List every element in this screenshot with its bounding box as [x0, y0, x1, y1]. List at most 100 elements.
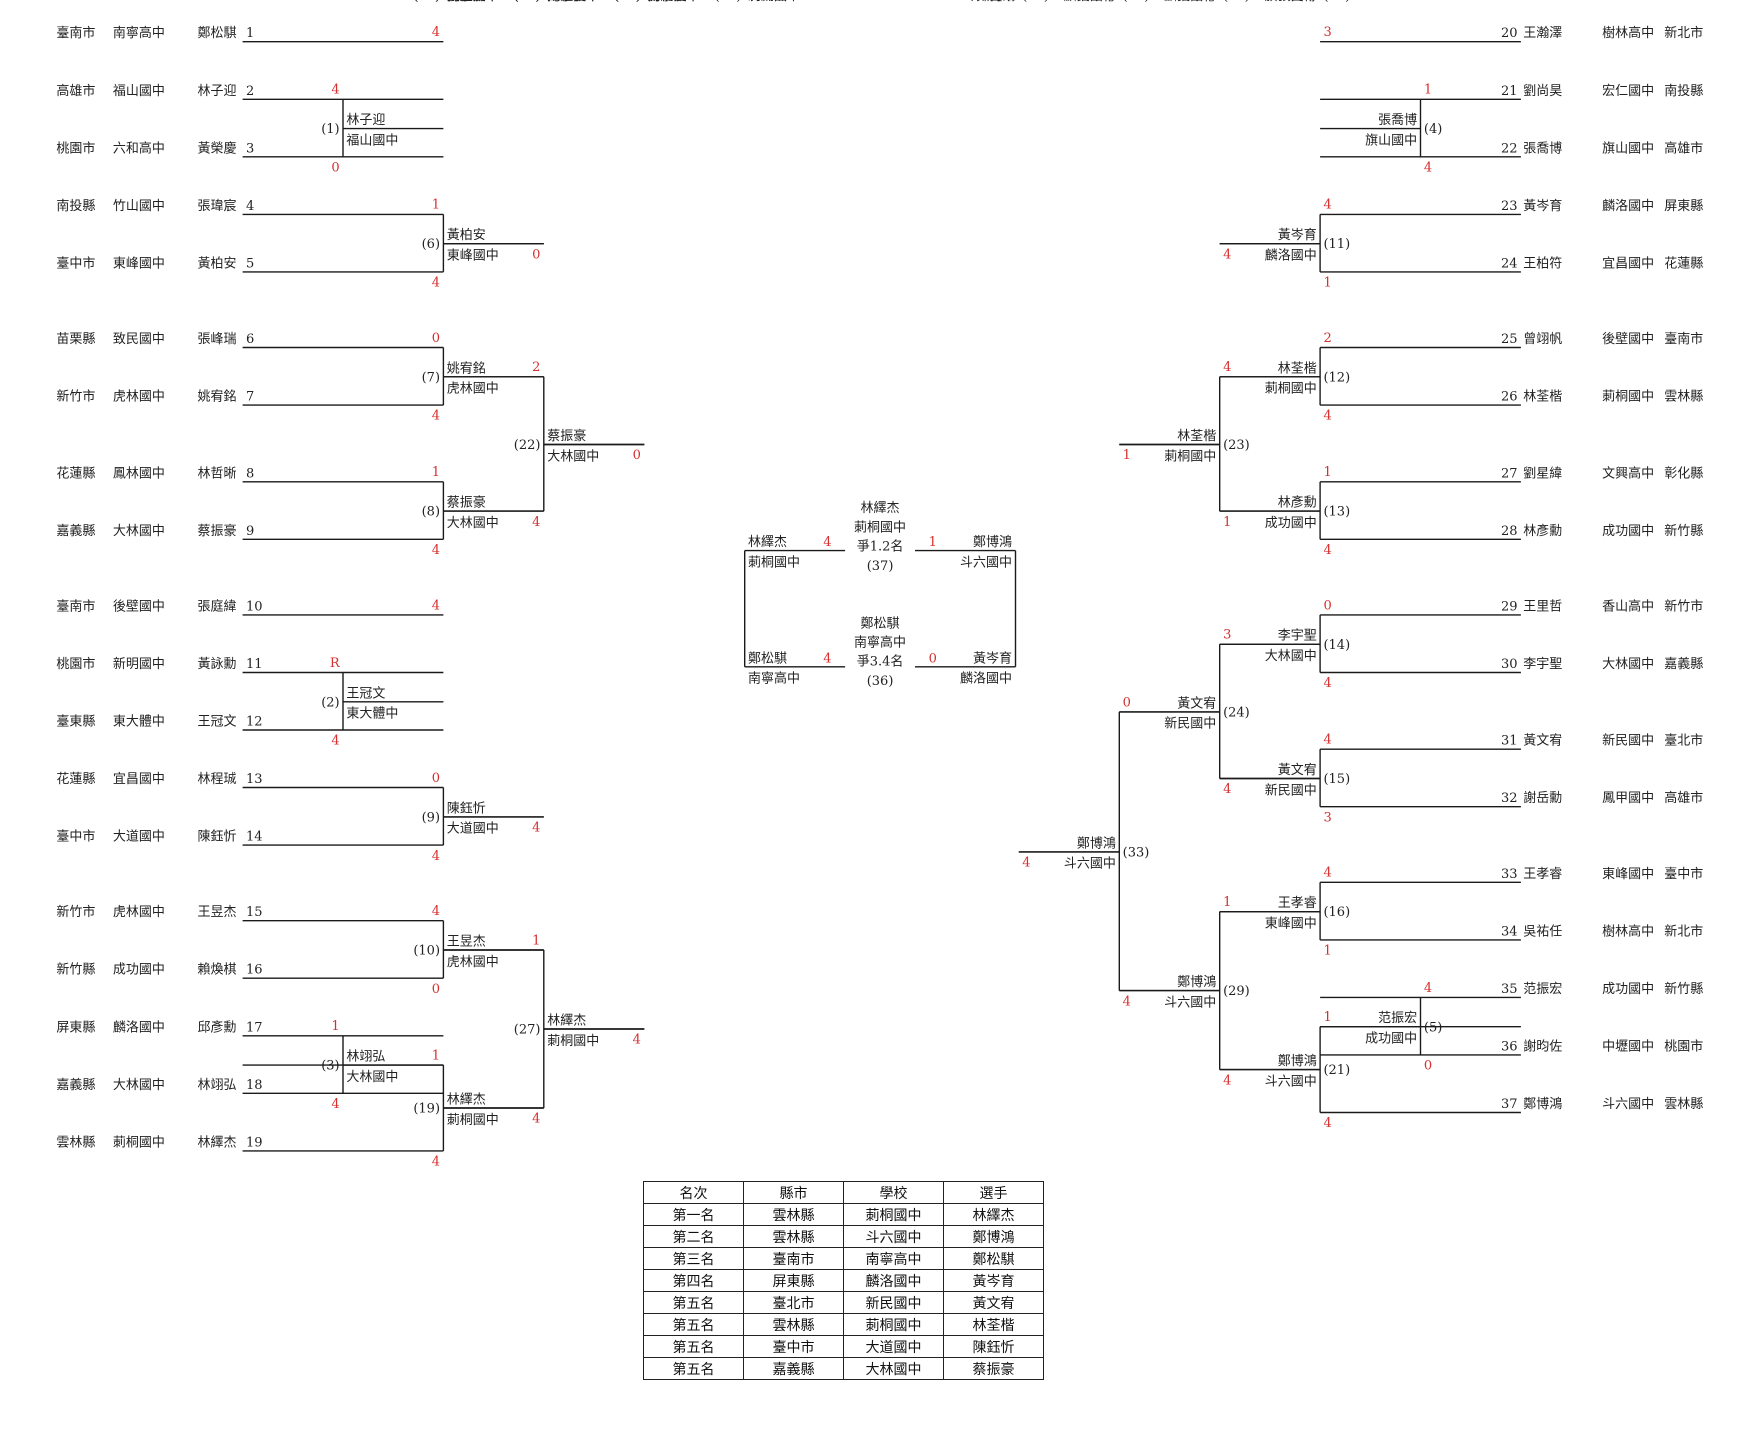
ranking-row: 第五名臺中市大道國中陳鈺忻 [643, 1335, 1044, 1358]
match-number: (15) [1323, 772, 1350, 787]
match-score: 1 [1223, 515, 1231, 530]
match-winner: 林繹杰 [447, 1091, 486, 1107]
player-name: 林翊弘 [197, 1078, 236, 1093]
match-number: (32) [1123, 0, 1150, 4]
match-score: 4 [1323, 409, 1331, 424]
match-winner: 鄭松騏 [447, 0, 486, 4]
match-school: 後壁國中 [447, 0, 499, 4]
match-score: 4 [432, 409, 440, 424]
player-city: 高雄市 [1664, 140, 1703, 156]
final-left-name: 林繹杰 [748, 534, 787, 550]
player-city: 嘉義縣 [56, 523, 95, 539]
player-name: 黃詠勳 [197, 656, 236, 672]
player-name: 張庭緯 [197, 598, 236, 614]
player-name: 黃柏安 [197, 256, 236, 271]
player-number: 10 [246, 599, 263, 614]
match-score: 4 [432, 543, 440, 558]
player-city: 新竹市 [56, 389, 95, 405]
match-number: (27) [514, 1023, 541, 1038]
player-city: 臺南市 [56, 598, 95, 614]
player-number: 8 [246, 466, 254, 481]
match-score: 1 [432, 465, 440, 480]
match-score: 4 [532, 515, 540, 530]
player-school: 旗山國中 [1602, 140, 1654, 156]
final-score: 4 [823, 651, 831, 666]
player-name: 林哲晰 [197, 466, 236, 481]
player-name: 張峰瑞 [197, 332, 236, 347]
player-city: 新竹市 [1664, 598, 1703, 614]
ranking-row: 第二名雲林縣斗六國中鄭博鴻 [643, 1225, 1044, 1248]
player-number: 16 [246, 963, 263, 978]
city-cell: 雲林縣 [743, 1203, 844, 1226]
match-winner: 鄭博鴻 [976, 0, 1015, 4]
match-number: (29) [1223, 984, 1250, 999]
rank-cell: 第三名 [643, 1247, 744, 1270]
player-cell: 蔡振豪 [943, 1357, 1044, 1380]
player-number: 27 [1501, 466, 1518, 481]
match-number: (24) [1223, 705, 1250, 720]
final-score: 0 [929, 651, 937, 666]
match-number: (36) [867, 674, 894, 689]
match-winner: 范振宏 [1378, 1011, 1417, 1026]
match-score: 4 [1323, 1116, 1331, 1131]
match-number: (16) [1323, 905, 1350, 920]
player-number: 34 [1501, 924, 1518, 939]
match-score: 0 [432, 982, 440, 997]
match-score: 0 [432, 0, 440, 4]
match-number: (37) [867, 559, 894, 574]
player-school: 成功國中 [113, 963, 165, 978]
final-left-name: 鄭松騏 [748, 651, 787, 666]
final-right-name: 黃岑育 [973, 650, 1012, 666]
player-number: 26 [1501, 390, 1518, 405]
match-score: 0 [532, 247, 540, 262]
match-winner: 林子迎 [346, 113, 385, 128]
player-school: 鳳甲國中 [1602, 791, 1654, 806]
match-score: 4 [331, 1097, 339, 1112]
player-cell: 林繹杰 [943, 1203, 1044, 1226]
match-winner: 黃文宥 [1278, 762, 1317, 778]
match-score: 4 [532, 1112, 540, 1127]
match-school: 東峰國中 [447, 248, 499, 264]
match-number: (34) [715, 0, 742, 4]
player-school: 香山高中 [1602, 598, 1654, 614]
match-school: 大林國中 [547, 449, 599, 464]
player-cell: 陳鈺忻 [943, 1335, 1044, 1358]
match-school: 福山國中 [346, 133, 398, 148]
city-cell: 雲林縣 [743, 1313, 844, 1336]
player-school: 成功國中 [1602, 524, 1654, 539]
player-name: 劉星緯 [1523, 466, 1562, 481]
match-score: 4 [1323, 676, 1331, 691]
match-school: 莿桐國中 [748, 0, 800, 4]
match-score: 4 [1223, 360, 1231, 375]
player-school: 福山國中 [113, 84, 165, 99]
player-city: 桃園市 [1664, 1038, 1703, 1054]
match-winner: 黃岑育 [1077, 0, 1116, 4]
match-number: (6) [422, 237, 440, 252]
match-number: (21) [1323, 1063, 1350, 1078]
player-school: 麟洛國中 [1602, 198, 1654, 214]
player-name: 林荃楷 [1523, 390, 1562, 405]
match-winner: 蔡振豪 [447, 495, 486, 511]
player-number: 30 [1501, 657, 1518, 672]
player-name: 王孝睿 [1523, 867, 1562, 882]
player-cell: 林荃楷 [943, 1313, 1044, 1336]
match-school: 莿桐國中 [447, 1113, 499, 1128]
match-number: (23) [1223, 438, 1250, 453]
match-score: 1 [1424, 83, 1432, 98]
player-school: 致民國中 [113, 332, 165, 347]
rank-cell: 第五名 [643, 1313, 744, 1336]
match-score: 4 [1323, 733, 1331, 748]
match-score: 2 [1223, 0, 1231, 4]
final-score: 1 [929, 535, 937, 550]
player-city: 新竹縣 [1664, 523, 1703, 539]
player-city: 臺南市 [56, 25, 95, 41]
match-winner: 鄭博鴻 [1278, 1054, 1317, 1069]
ranking-row: 第五名臺北市新民國中黃文宥 [643, 1291, 1044, 1314]
player-school: 宜昌國中 [1602, 256, 1654, 271]
match-score: 4 [1123, 994, 1131, 1009]
player-city: 雲林縣 [56, 1135, 95, 1150]
match-number: (10) [413, 944, 440, 959]
player-school: 麟洛國中 [113, 1019, 165, 1035]
player-city: 嘉義縣 [56, 1077, 95, 1093]
match-school: 大道國中 [447, 822, 499, 837]
